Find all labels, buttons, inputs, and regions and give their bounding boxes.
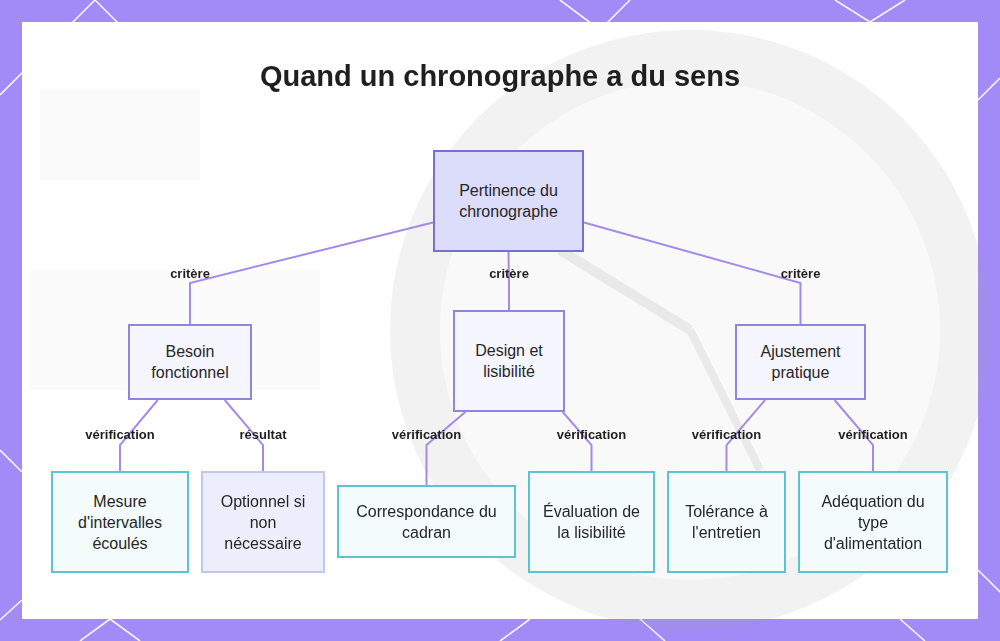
node-text: Besoin fonctionnel	[138, 341, 242, 383]
edge-label: résultat	[240, 427, 287, 442]
connector	[563, 412, 592, 471]
check-box: Mesure d'intervalles écoulés	[51, 471, 189, 573]
node-text: Optionnel si non nécessaire	[211, 491, 315, 554]
criterion-box: Ajustement pratique	[735, 324, 866, 400]
edge-label: critère	[170, 266, 210, 281]
edge-label: critère	[489, 266, 529, 281]
node-text: Adéquation du type d'alimentation	[808, 491, 938, 554]
node-text: Mesure d'intervalles écoulés	[61, 491, 179, 554]
edge-label: vérification	[692, 427, 761, 442]
criterion-box: Design et lisibilité	[453, 310, 565, 412]
connector	[508, 252, 511, 310]
check-box: Adéquation du type d'alimentation	[798, 471, 948, 573]
diagram-title: Quand un chronographe a du sens	[22, 60, 978, 93]
edge-label: vérification	[838, 427, 907, 442]
criterion-box: Besoin fonctionnel	[128, 324, 252, 400]
watch-illustration	[30, 30, 990, 630]
root-box: Pertinence du chronographe	[433, 150, 584, 252]
node-text: Évaluation de la lisibilité	[538, 501, 645, 543]
result-box: Optionnel si non nécessaire	[201, 471, 325, 573]
node-text: Tolérance à l'entretien	[677, 501, 776, 543]
node-text: Ajustement pratique	[745, 341, 856, 383]
edge-label: critère	[781, 266, 821, 281]
edge-label: vérification	[85, 427, 154, 442]
node-text: Design et lisibilité	[463, 340, 555, 382]
edge-label: vérification	[392, 427, 461, 442]
node-text: Pertinence du chronographe	[443, 180, 574, 222]
node-text: Correspondance du cadran	[347, 501, 506, 543]
check-box: Évaluation de la lisibilité	[528, 471, 655, 573]
connector	[584, 222, 801, 324]
connector	[190, 222, 433, 324]
check-box: Correspondance du cadran	[337, 485, 516, 558]
edge-label: vérification	[557, 427, 626, 442]
connector	[427, 412, 466, 485]
check-box: Tolérance à l'entretien	[667, 471, 786, 573]
